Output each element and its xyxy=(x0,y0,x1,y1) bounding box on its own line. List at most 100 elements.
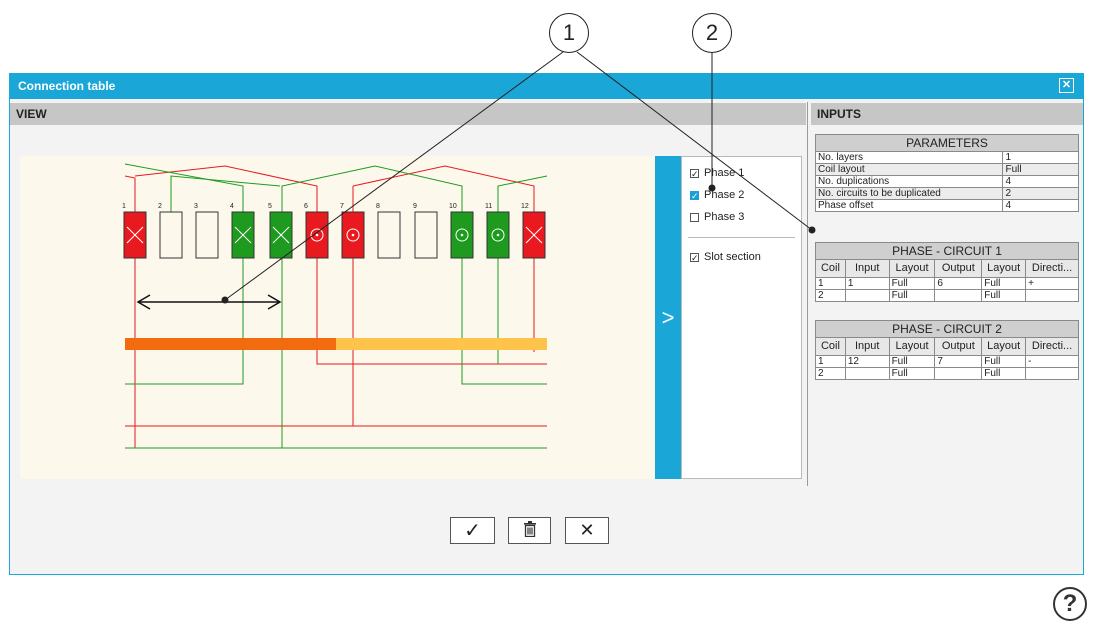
dot-icon xyxy=(351,233,355,237)
cross-icon xyxy=(126,226,144,244)
col-header: Output xyxy=(934,337,983,356)
param-label: No. circuits to be duplicated xyxy=(814,187,1004,200)
param-label: No. duplications xyxy=(814,175,1004,188)
table-row: 2 Full Full xyxy=(815,367,1079,380)
dialog-titlebar: Connection table ✕ xyxy=(10,74,1083,99)
slot-number: 7 xyxy=(340,203,344,210)
parameters-title: PARAMETERS xyxy=(815,134,1079,152)
delete-button[interactable] xyxy=(508,517,551,544)
slot-number: 1 xyxy=(122,203,126,210)
col-header: Input xyxy=(844,259,890,278)
dot-icon xyxy=(460,233,464,237)
circuit-2-table: PHASE - CIRCUIT 2 Coil Input Layout Outp… xyxy=(815,320,1079,380)
col-header: Layout xyxy=(888,337,936,356)
phase-1-wire xyxy=(124,175,136,212)
cell[interactable]: 12 xyxy=(844,355,890,368)
col-header: Directi... xyxy=(1025,259,1079,278)
legend-label: Phase 3 xyxy=(704,211,745,223)
cell[interactable]: 2 xyxy=(815,289,846,302)
cell[interactable]: Full xyxy=(981,289,1027,302)
trash-icon xyxy=(523,521,537,540)
slot-number: 6 xyxy=(304,203,308,210)
confirm-button[interactable]: ✓ xyxy=(450,517,495,544)
legend-divider xyxy=(688,237,795,238)
col-header: Coil xyxy=(815,337,846,356)
param-value[interactable]: Full xyxy=(1002,163,1079,176)
cell[interactable] xyxy=(1025,289,1079,302)
cell[interactable]: - xyxy=(1025,355,1079,368)
slot-number: 11 xyxy=(485,203,492,210)
slot xyxy=(377,211,401,259)
cell[interactable]: + xyxy=(1025,277,1079,290)
legend-phase-1[interactable]: ✓ Phase 1 xyxy=(690,166,744,180)
close-icon[interactable]: ✕ xyxy=(1059,78,1074,93)
cell[interactable]: 2 xyxy=(815,367,846,380)
legend-label: Slot section xyxy=(704,251,761,263)
param-value[interactable]: 4 xyxy=(1002,175,1079,188)
cell[interactable]: 1 xyxy=(815,277,846,290)
slot xyxy=(414,211,438,259)
legend-phase-3[interactable]: Phase 3 xyxy=(690,210,744,224)
slot-number: 2 xyxy=(158,203,162,210)
slot-section-bar-rest xyxy=(336,338,547,350)
collapse-legend-toggle[interactable]: > xyxy=(655,156,681,479)
slot xyxy=(195,211,219,259)
cell[interactable]: Full xyxy=(888,367,936,380)
legend-panel: ✓ Phase 1 ✓ Phase 2 Phase 3 ✓ Slot secti… xyxy=(681,156,802,479)
panel-divider xyxy=(807,102,808,486)
help-button[interactable]: ? xyxy=(1053,587,1087,621)
col-header: Input xyxy=(844,337,890,356)
circuit-1-table: PHASE - CIRCUIT 1 Coil Input Layout Outp… xyxy=(815,242,1079,302)
param-value[interactable]: 2 xyxy=(1002,187,1079,200)
phase-2-wire xyxy=(125,258,244,385)
cell[interactable]: Full xyxy=(888,289,936,302)
slot-number: 4 xyxy=(230,203,234,210)
slot-number: 12 xyxy=(521,203,529,210)
col-header: Output xyxy=(934,259,983,278)
circuit-2-title: PHASE - CIRCUIT 2 xyxy=(815,320,1079,338)
cell[interactable]: Full xyxy=(888,277,936,290)
param-value[interactable]: 1 xyxy=(1002,151,1079,164)
slot-number: 8 xyxy=(376,203,380,210)
help-icon: ? xyxy=(1062,590,1078,617)
param-value[interactable]: 4 xyxy=(1002,199,1079,212)
cell[interactable]: 6 xyxy=(934,277,983,290)
phase-1-wire xyxy=(134,165,318,212)
param-label: Coil layout xyxy=(814,163,1004,176)
cell[interactable]: 1 xyxy=(844,277,890,290)
cell[interactable] xyxy=(844,367,890,380)
dot-icon xyxy=(496,233,500,237)
dialog-title: Connection table xyxy=(18,79,116,93)
phase-1-checkbox[interactable]: ✓ xyxy=(690,168,699,179)
param-label: Phase offset xyxy=(814,199,1004,212)
cell[interactable]: Full xyxy=(981,367,1027,380)
dot-icon xyxy=(315,233,319,237)
cell[interactable] xyxy=(934,367,983,380)
phase-2-checkbox[interactable]: ✓ xyxy=(690,190,699,201)
cell[interactable] xyxy=(844,289,890,302)
param-label: No. layers xyxy=(814,151,1004,164)
col-header: Layout xyxy=(981,259,1027,278)
legend-phase-2[interactable]: ✓ Phase 2 xyxy=(690,188,744,202)
cell[interactable]: Full xyxy=(981,355,1027,368)
cell[interactable]: Full xyxy=(981,277,1027,290)
slot-number: 3 xyxy=(194,203,198,210)
cancel-button[interactable]: ✕ xyxy=(565,517,609,544)
cell[interactable]: 1 xyxy=(815,355,846,368)
cell[interactable] xyxy=(1025,367,1079,380)
table-row: 1 1 Full 6 Full + xyxy=(815,277,1079,290)
slot-section-checkbox[interactable]: ✓ xyxy=(690,252,699,263)
slot-number: 10 xyxy=(449,203,457,210)
cell[interactable] xyxy=(934,289,983,302)
cell[interactable]: 7 xyxy=(934,355,983,368)
phase-1-wire xyxy=(352,165,535,212)
arrow-head-left xyxy=(136,294,151,310)
col-header: Coil xyxy=(815,259,846,278)
phase-3-checkbox[interactable] xyxy=(690,212,699,222)
col-header: Directi... xyxy=(1025,337,1079,356)
col-header: Layout xyxy=(888,259,936,278)
cell[interactable]: Full xyxy=(888,355,936,368)
legend-slot-section[interactable]: ✓ Slot section xyxy=(690,250,761,264)
